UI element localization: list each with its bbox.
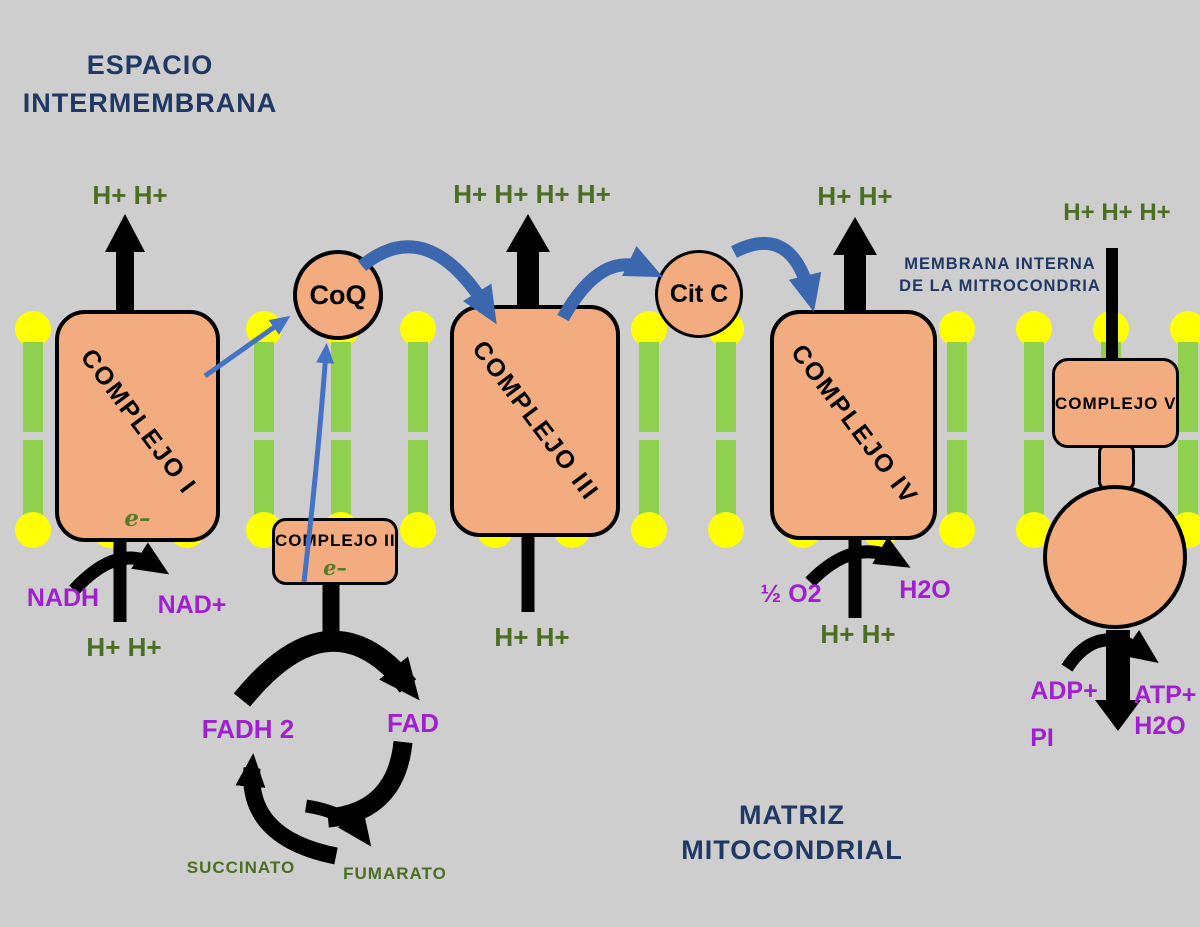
lipid-unit bbox=[400, 311, 436, 548]
lipid-tail-icon bbox=[716, 440, 736, 518]
complex-2-electron-label: e– bbox=[323, 555, 347, 580]
nadh-label: NADH bbox=[26, 584, 100, 612]
pi-label: PI bbox=[1030, 724, 1054, 752]
complex-5-box: COMPLEJO V bbox=[1052, 358, 1179, 448]
h2o-c5-label: H2O bbox=[1134, 712, 1186, 740]
nad-label: NAD+ bbox=[157, 591, 227, 619]
coq-label: CoQ bbox=[309, 280, 367, 310]
lipid-head-icon bbox=[400, 311, 436, 347]
complex-5-label: COMPLEJO V bbox=[1055, 394, 1177, 413]
complex-2-box: COMPLEJO II e– bbox=[272, 518, 398, 585]
lipid-head-icon bbox=[15, 311, 51, 347]
to-fumarato-arc bbox=[304, 799, 372, 847]
citc-circle: Cit C bbox=[655, 250, 743, 338]
adp-to-atp-arc bbox=[1061, 630, 1159, 672]
lipid-unit bbox=[1016, 311, 1052, 548]
coq-circle: CoQ bbox=[293, 250, 383, 340]
complex-4-label: COMPLEJO IV bbox=[784, 339, 924, 511]
protons-above-c3: H+ H+ H+ H+ bbox=[453, 179, 611, 209]
lipid-tail-icon bbox=[408, 342, 428, 432]
protons-above-c5: H+ H+ H+ bbox=[1063, 199, 1171, 226]
protons-below-c1: H+ H+ bbox=[86, 632, 162, 662]
o2-to-h2o-arc bbox=[805, 536, 911, 587]
succinato-label: SUCCINATO bbox=[186, 858, 296, 877]
lipid-tail-icon bbox=[639, 342, 659, 432]
intermembrane-space-title-line2: INTERMEMBRANA bbox=[22, 88, 278, 118]
lipid-tail-icon bbox=[716, 342, 736, 432]
lipid-head-icon bbox=[939, 512, 975, 548]
inner-membrane-caption-line2: DE LA MITROCONDRIA bbox=[899, 277, 1101, 295]
adp-label: ADP+ bbox=[1030, 677, 1098, 705]
lipid-tail-icon bbox=[254, 342, 274, 432]
complex-5-stalk bbox=[1098, 444, 1135, 490]
c3-proton-arrow-up bbox=[506, 214, 550, 318]
lipid-tail-icon bbox=[1178, 342, 1198, 432]
lipid-unit bbox=[939, 311, 975, 548]
lipid-unit bbox=[15, 311, 51, 548]
complex-4-box: COMPLEJO IV bbox=[770, 310, 937, 540]
atp-label: ATP+ bbox=[1133, 681, 1197, 709]
lipid-head-icon bbox=[631, 512, 667, 548]
lipid-tail-icon bbox=[331, 440, 351, 518]
fumarato-label: FUMARATO bbox=[343, 864, 447, 883]
c2-fad-big-arc bbox=[233, 630, 420, 707]
c1-proton-arrow-up bbox=[105, 214, 145, 320]
lipid-tail-icon bbox=[23, 440, 43, 518]
matrix-title-line1: MATRIZ bbox=[739, 800, 845, 830]
fad-down-arc bbox=[326, 740, 413, 828]
complex-5-head bbox=[1043, 485, 1187, 629]
lipid-tail-icon bbox=[331, 342, 351, 432]
intermembrane-space-title-line1: ESPACIO bbox=[86, 50, 214, 80]
lipid-tail-icon bbox=[947, 440, 967, 518]
lipid-tail-icon bbox=[1178, 440, 1198, 518]
citc-to-c4-arrow bbox=[731, 237, 822, 313]
lipid-tail-icon bbox=[947, 342, 967, 432]
lipid-tail-icon bbox=[1024, 440, 1044, 518]
lipid-tail-icon bbox=[23, 342, 43, 432]
h2o-c4-label: H2O bbox=[899, 576, 951, 604]
lipid-unit bbox=[246, 311, 282, 548]
protons-below-c4: H+ H+ bbox=[820, 619, 896, 649]
protons-above-c4: H+ H+ bbox=[817, 181, 893, 211]
lipid-unit bbox=[708, 311, 744, 548]
lipid-head-icon bbox=[400, 512, 436, 548]
citc-label: Cit C bbox=[669, 280, 729, 308]
complex-2-label: COMPLEJO II bbox=[275, 531, 396, 550]
inner-membrane-caption-line1: MEMBRANA INTERNA bbox=[904, 255, 1096, 273]
fadh2-label: FADH 2 bbox=[201, 714, 295, 744]
lipid-head-icon bbox=[708, 512, 744, 548]
protons-below-c3: H+ H+ bbox=[494, 622, 570, 652]
complex-1-label: COMPLEJO I bbox=[74, 343, 202, 500]
lipid-tail-icon bbox=[1024, 342, 1044, 432]
lipid-head-icon bbox=[15, 512, 51, 548]
matrix-title-line2: MITOCONDRIAL bbox=[681, 835, 903, 865]
lipid-unit bbox=[631, 311, 667, 548]
o2-label: ½ O2 bbox=[760, 580, 822, 608]
complex-3-label: COMPLEJO III bbox=[466, 335, 605, 506]
lipid-head-icon bbox=[1170, 311, 1200, 347]
lipid-head-icon bbox=[939, 311, 975, 347]
lipid-tail-icon bbox=[639, 440, 659, 518]
lipid-tail-icon bbox=[254, 440, 274, 518]
protons-above-c1: H+ H+ bbox=[92, 180, 168, 210]
complex-3-box: COMPLEJO III bbox=[450, 305, 620, 537]
c4-proton-arrow-up bbox=[833, 217, 877, 320]
lipid-unit bbox=[323, 311, 359, 548]
complex-1-electron-label: e– bbox=[124, 505, 151, 532]
lipid-head-icon bbox=[1016, 311, 1052, 347]
lipid-tail-icon bbox=[408, 440, 428, 518]
fad-label: FAD bbox=[387, 708, 439, 738]
succinato-to-fadh2-arc bbox=[235, 753, 338, 865]
complex-1-box: COMPLEJO I e– bbox=[55, 310, 220, 542]
